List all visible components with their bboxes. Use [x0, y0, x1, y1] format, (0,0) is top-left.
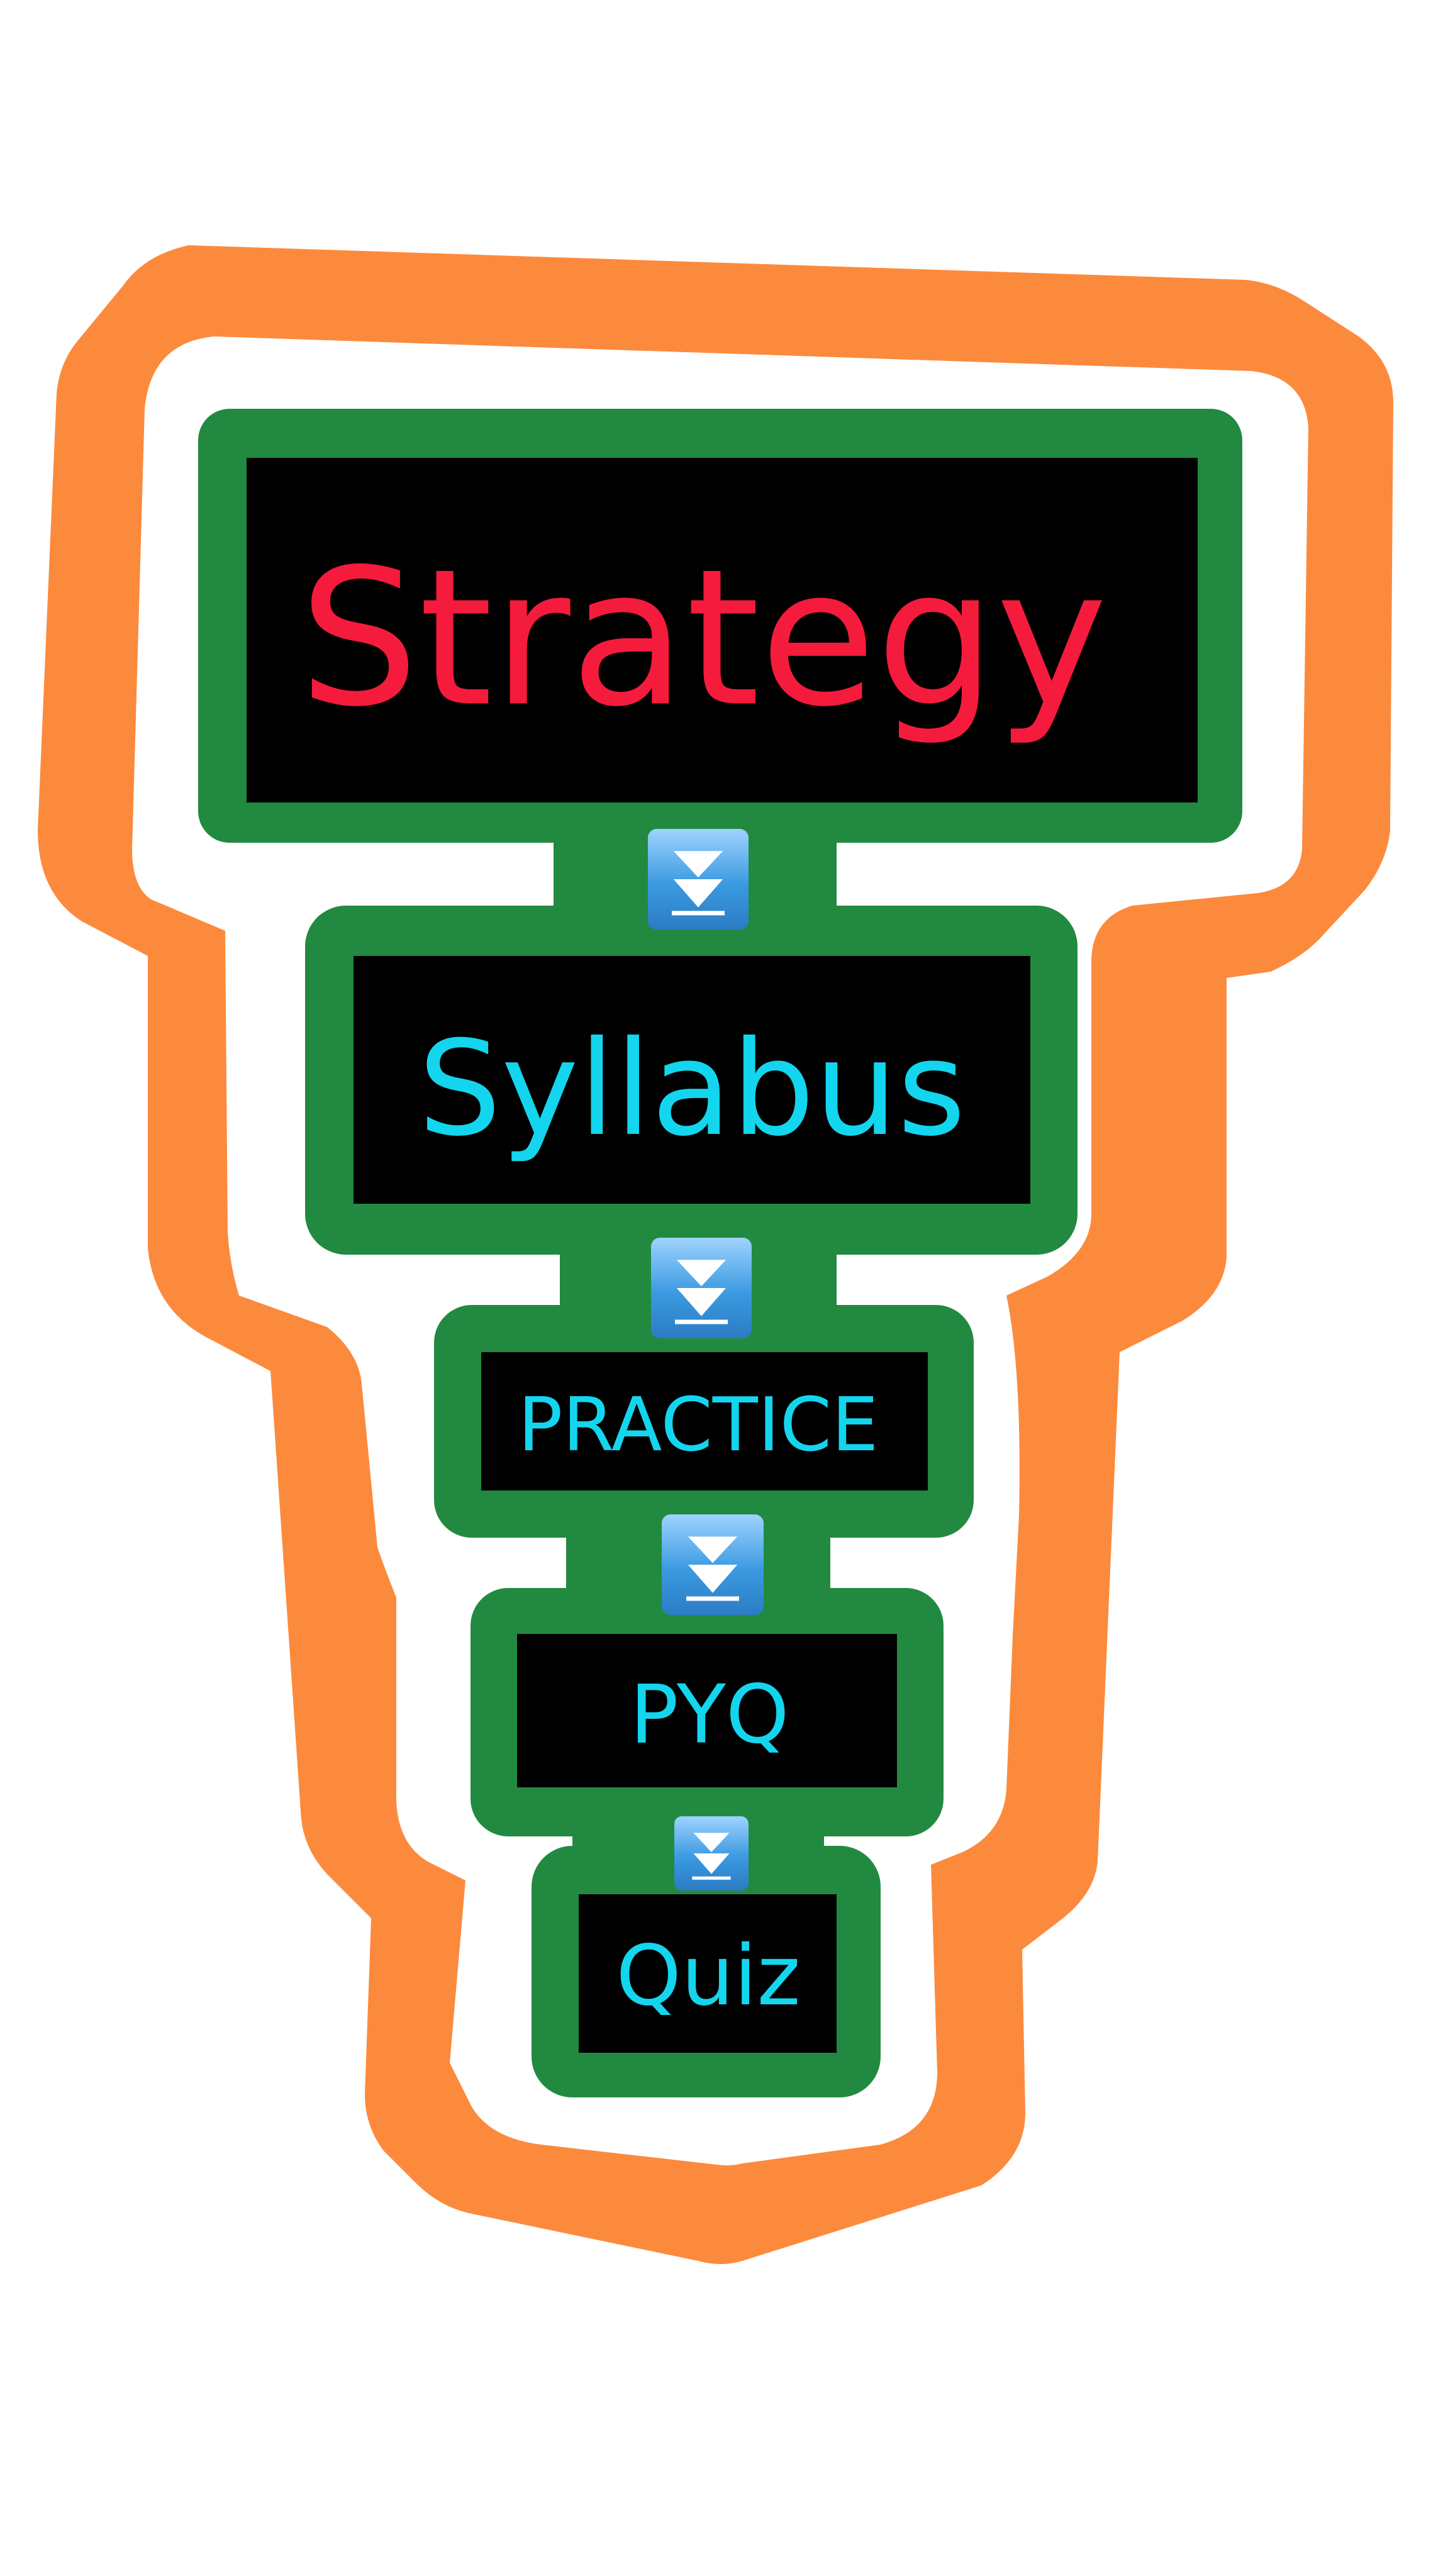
step-label-practice: PRACTICE	[518, 1381, 878, 1468]
step-box-practice: PRACTICE	[434, 1305, 974, 1538]
step-label-quiz: Quiz	[616, 1928, 801, 2024]
step-box-quiz: Quiz	[532, 1846, 881, 2097]
double-down-arrow-icon	[651, 1238, 752, 1338]
double-down-arrow-icon	[648, 829, 749, 930]
double-down-arrow-icon	[674, 1816, 749, 1890]
step-box-syllabus: Syllabus	[305, 906, 1078, 1255]
step-box-pyq: PYQ	[471, 1588, 944, 1836]
step-label-strategy: Strategy	[299, 529, 1107, 748]
double-down-arrow-icon	[662, 1514, 764, 1615]
step-label-pyq: PYQ	[630, 1668, 789, 1762]
step-box-strategy: Strategy	[198, 409, 1242, 843]
step-label-syllabus: Syllabus	[418, 1013, 966, 1165]
